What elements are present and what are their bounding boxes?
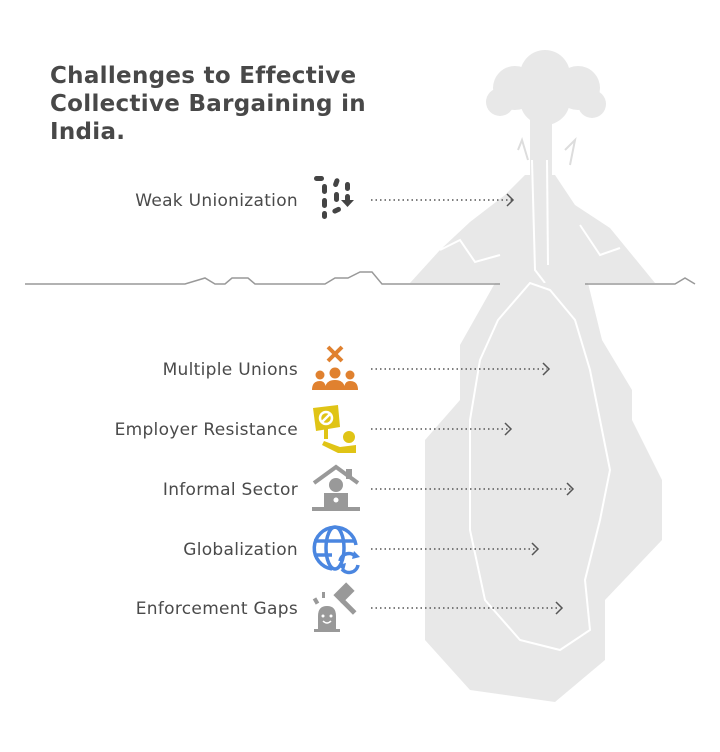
label-informal-sector: Informal Sector [162, 480, 298, 500]
label-weak-unionization: Weak Unionization [135, 191, 298, 211]
label-globalization: Globalization [183, 540, 298, 560]
globe-sync-icon [312, 525, 360, 575]
protest-sign-icon [313, 405, 356, 453]
connectors [371, 193, 575, 615]
home-worker-icon [312, 464, 360, 511]
title-line: Challenges to Effective [50, 63, 357, 89]
broken-chain-down-icon [314, 176, 354, 219]
label-employer-resistance: Employer Resistance [114, 420, 298, 440]
divided-group-icon [312, 345, 358, 390]
page-title: Challenges to Effective Collective Barga… [50, 62, 366, 146]
gavel-icon [312, 582, 357, 632]
label-multiple-unions: Multiple Unions [162, 360, 298, 380]
smoke-cloud [486, 50, 606, 190]
title-line: India. [50, 119, 126, 145]
title-line: Collective Bargaining in [50, 91, 366, 117]
iceberg [425, 283, 662, 702]
waterline [25, 271, 500, 285]
label-enforcement-gaps: Enforcement Gaps [135, 599, 298, 619]
